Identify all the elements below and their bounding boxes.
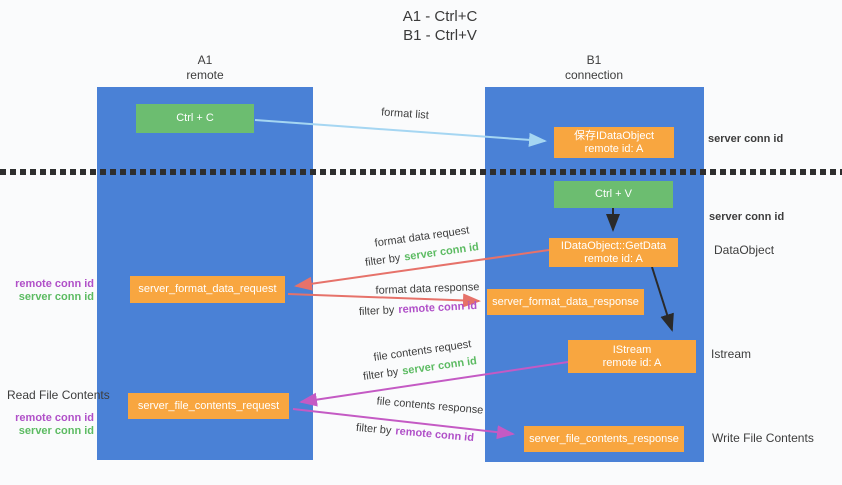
annotation-istream: Istream xyxy=(711,347,752,361)
diagram-title: A1 - Ctrl+C B1 - Ctrl+V xyxy=(332,7,548,45)
label-file-contents-response: file contents response xyxy=(376,395,484,417)
annotation-conn-id-pair-2: remote conn id server conn id xyxy=(0,412,94,437)
node-server-file-contents-request: server_file_contents_request xyxy=(128,393,289,419)
server-conn-id-text: server conn id xyxy=(403,241,480,264)
node-istream-remote-id: remote id: A xyxy=(602,356,662,369)
label-format-list: format list xyxy=(380,106,430,122)
phase-separator-dotted-line xyxy=(0,169,842,175)
filter-by-text: filter by xyxy=(355,421,392,437)
node-ctrl-v-label: Ctrl + V xyxy=(595,188,632,200)
node-format-response-label: server_format_data_response xyxy=(492,295,639,308)
node-save-idataobject-title: 保存IDataObject xyxy=(573,129,655,142)
lifeline-header-b1: B1 connection xyxy=(534,53,654,83)
node-format-request-label: server_format_data_request xyxy=(138,283,277,295)
node-istream-title: IStream xyxy=(612,343,652,356)
filter-by-text: filter by xyxy=(362,366,400,383)
node-istream: IStream remote id: A xyxy=(568,340,696,373)
label-format-data-response: format data response xyxy=(375,281,480,297)
annotation-dataobject: DataObject xyxy=(714,243,775,257)
title-line-ctrl-v: B1 - Ctrl+V xyxy=(403,27,477,44)
remote-conn-id-text: remote conn id xyxy=(398,299,478,317)
filter-by-text: filter by xyxy=(358,304,395,319)
lifeline-b1-role: connection xyxy=(564,68,624,82)
lifeline-header-a1: A1 remote xyxy=(145,53,265,83)
node-server-file-contents-response: server_file_contents_response xyxy=(524,426,684,452)
node-getdata-title: IDataObject::GetData xyxy=(560,239,667,252)
filter-by-text: filter by xyxy=(364,252,402,269)
server-conn-id-label: server conn id xyxy=(18,290,94,303)
server-conn-id-text: server conn id xyxy=(401,355,478,378)
remote-conn-id-label: remote conn id xyxy=(15,412,94,424)
title-line-ctrl-c: A1 - Ctrl+C xyxy=(402,8,478,25)
node-server-format-data-response: server_format_data_response xyxy=(487,289,644,315)
node-ctrl-c: Ctrl + C xyxy=(136,104,254,133)
lifeline-a1-id: A1 xyxy=(197,53,213,67)
node-file-request-label: server_file_contents_request xyxy=(137,399,280,412)
node-idataobject-getdata: IDataObject::GetData remote id: A xyxy=(549,238,678,267)
node-ctrl-v: Ctrl + V xyxy=(554,181,673,208)
lifeline-a1-role: remote xyxy=(186,68,224,82)
annotation-server-conn-id-top: server conn id xyxy=(708,133,784,145)
annotation-read-file-contents: Read File Contents xyxy=(7,388,110,402)
node-file-response-label: server_file_contents_response xyxy=(529,432,679,445)
node-save-idataobject: 保存IDataObject remote id: A xyxy=(554,127,674,158)
lifeline-b1-id: B1 xyxy=(586,53,602,67)
node-server-format-data-request: server_format_data_request xyxy=(130,276,285,303)
remote-conn-id-label: remote conn id xyxy=(15,278,94,290)
node-save-idataobject-remote-id: remote id: A xyxy=(584,142,644,155)
node-ctrl-c-label: Ctrl + C xyxy=(176,112,214,124)
node-getdata-remote-id: remote id: A xyxy=(584,252,643,265)
remote-conn-id-text: remote conn id xyxy=(394,425,475,445)
server-conn-id-label: server conn id xyxy=(18,424,94,437)
annotation-server-conn-id-mid: server conn id xyxy=(709,211,785,223)
annotation-write-file-contents: Write File Contents xyxy=(712,431,814,445)
annotation-conn-id-pair-1: remote conn id server conn id xyxy=(0,278,94,303)
